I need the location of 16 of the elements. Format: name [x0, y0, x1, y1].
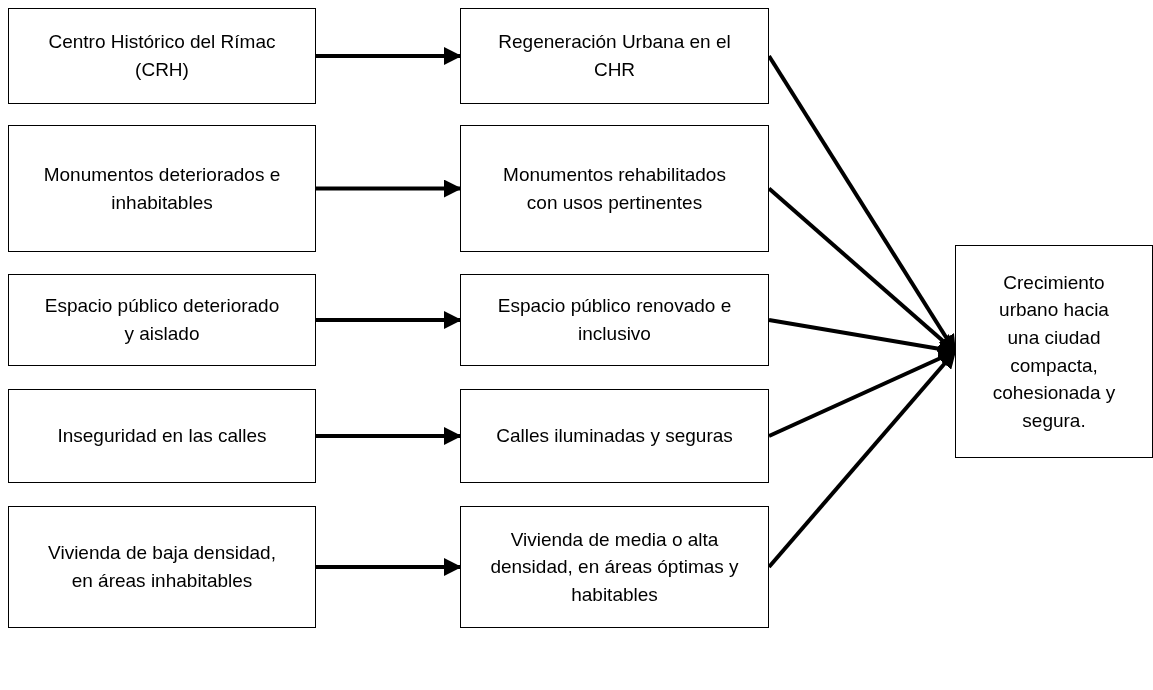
text-box: Calles iluminadas y seguras [460, 389, 769, 483]
text-box: Inseguridad en las calles [8, 389, 316, 483]
text-box: Centro Histórico del Rímac (CRH) [8, 8, 316, 104]
text-box: Monumentos deteriorados e inhabitables [8, 125, 316, 252]
arrow [316, 427, 462, 445]
text-box: Monumentos rehabilitados con usos pertinentes [460, 125, 769, 252]
text-box: Espacio público renovado e inclusivo [460, 274, 769, 366]
text-box: Vivienda de media o alta densidad, en áreas óptimas y habitables [460, 506, 769, 628]
arrow [316, 47, 462, 65]
text-box: Crecimiento urbano hacia una ciudad compacta, cohesionada y segura. [955, 245, 1153, 458]
text-box: Regeneración Urbana en el CHR [460, 8, 769, 104]
arrow [316, 311, 462, 329]
arrow [316, 558, 462, 576]
text-box: Espacio público deteriorado y aislado [8, 274, 316, 366]
text-box: Vivienda de baja densidad, en áreas inhabitables [8, 506, 316, 628]
arrow [316, 179, 462, 198]
